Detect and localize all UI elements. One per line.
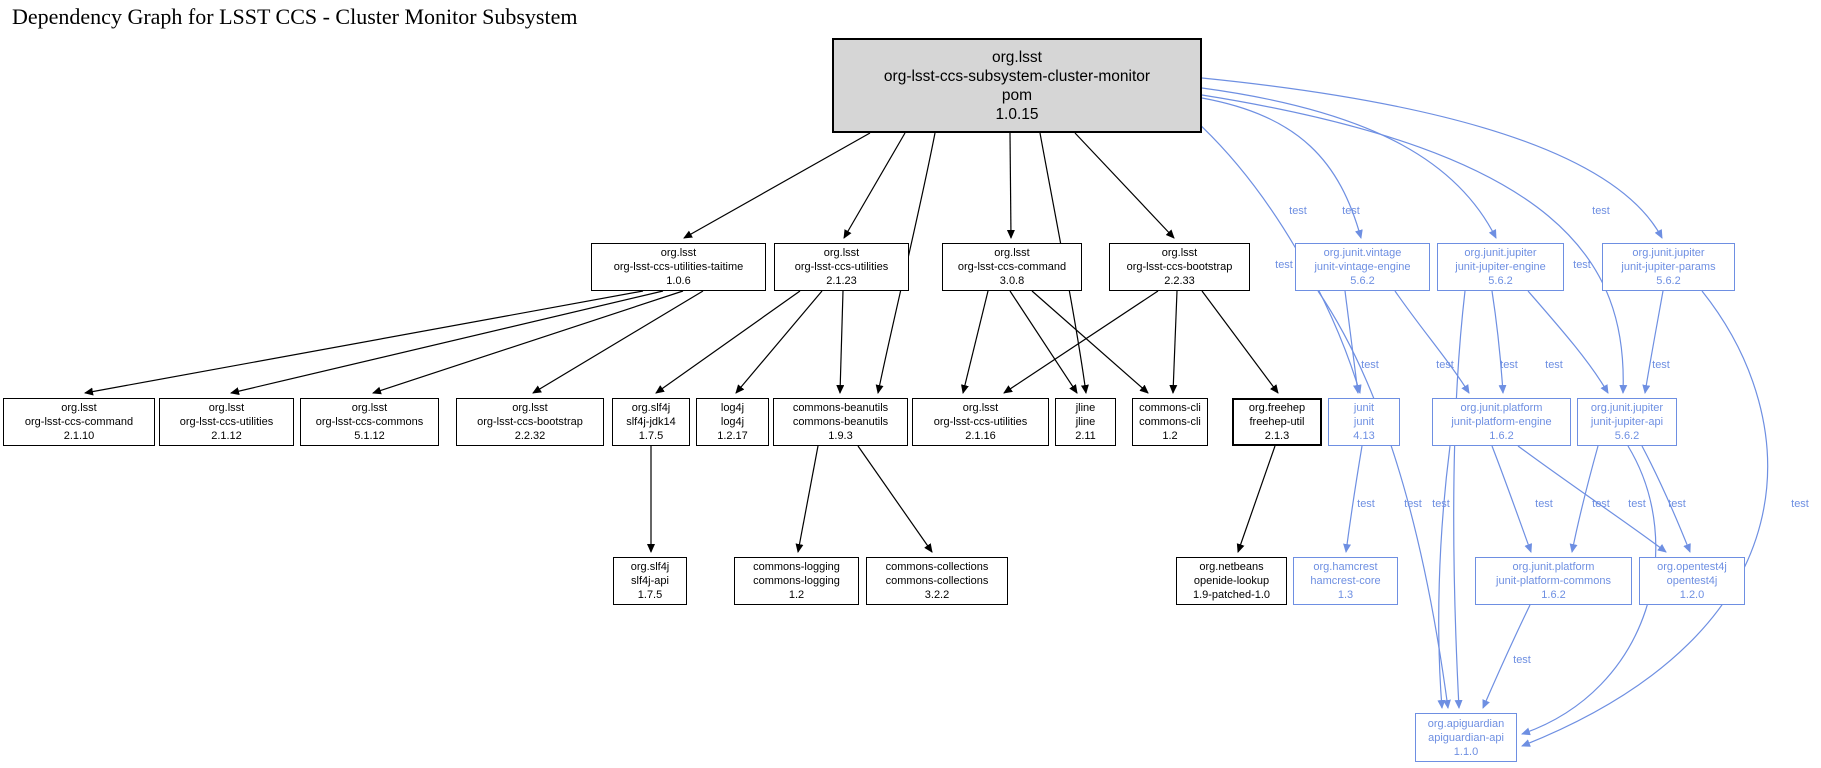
graph-title: Dependency Graph for LSST CCS - Cluster … (12, 4, 578, 29)
edge-platformengine-apiguardian (1437, 445, 1451, 709)
node-command-2110: org.lsst org-lsst-ccs-command 2.1.10 (3, 398, 155, 446)
edge-command308-commons-cli (1031, 290, 1149, 394)
edge-bootstrap2233-utilities-2116 (1003, 290, 1159, 394)
edge-scope-label: test (1628, 498, 1646, 510)
edge-freehep-openide (1236, 445, 1276, 553)
node-commons-beanutils: commons-beanutils commons-beanutils 1.9.… (773, 398, 908, 446)
edge-scope-label: test (1592, 205, 1610, 217)
edge-jupiterparams-jupiter-api (1642, 290, 1664, 394)
node-junit-platform-engine: org.junit.platform junit-platform-engine… (1432, 398, 1571, 446)
edge-scope-label: test (1361, 359, 1379, 371)
node-commons-5112: org.lsst org-lsst-ccs-commons 5.1.12 (300, 398, 439, 446)
edge-taitime-commons-5112 (372, 290, 684, 395)
node-apiguardian-api: org.apiguardian apiguardian-api 1.1.0 (1415, 713, 1517, 762)
edge-scope-label: test (1404, 498, 1422, 510)
node-junit-jupiter-params: org.junit.jupiter junit-jupiter-params 5… (1602, 243, 1735, 291)
node-utilities-taitime: org.lsst org-lsst-ccs-utilities-taitime … (591, 243, 766, 291)
edge-command308-utilities-2116 (961, 290, 989, 394)
edge-utilities2123-slf4j-jdk14 (655, 290, 801, 394)
edge-utilities2123-beanutils (836, 290, 845, 394)
edge-scope-label: test (1592, 498, 1610, 510)
edge-scope-label: test (1342, 205, 1360, 217)
edge-vintage-platform-engine (1394, 290, 1470, 394)
node-commons-collections: commons-collections commons-collections … (866, 557, 1008, 605)
edge-scope-label: test (1535, 498, 1553, 510)
node-slf4j-jdk14: org.slf4j slf4j-jdk14 1.7.5 (612, 398, 690, 446)
node-utilities-2123: org.lsst org-lsst-ccs-utilities 2.1.23 (774, 243, 909, 291)
node-slf4j-api: org.slf4j slf4j-api 1.7.5 (613, 557, 687, 605)
edge-jupiterengine-apiguardian (1453, 290, 1466, 709)
node-command-308: org.lsst org-lsst-ccs-command 3.0.8 (942, 243, 1082, 291)
node-junit-jupiter-engine: org.junit.jupiter junit-jupiter-engine 5… (1437, 243, 1564, 291)
edge-scope-label: test (1652, 359, 1670, 371)
edge-scope-label: test (1545, 359, 1563, 371)
node-junit-jupiter-api: org.junit.jupiter junit-jupiter-api 5.6.… (1577, 398, 1677, 446)
node-junit-vintage-engine: org.junit.vintage junit-vintage-engine 5… (1295, 243, 1430, 291)
node-utilities-2112: org.lsst org-lsst-ccs-utilities 2.1.12 (159, 398, 294, 446)
node-openide-lookup: org.netbeans openide-lookup 1.9-patched-… (1176, 557, 1287, 605)
node-root-pom: org.lsst org-lsst-ccs-subsystem-cluster-… (832, 38, 1202, 133)
edge-root-bootstrap-2233 (1074, 132, 1175, 239)
edge-root-taitime (683, 132, 871, 239)
edge-scope-label: test (1791, 498, 1809, 510)
node-bootstrap-2232: org.lsst org-lsst-ccs-bootstrap 2.2.32 (456, 398, 604, 446)
edge-beanutils-commons-collections (857, 445, 933, 553)
edge-vintage-junit (1344, 290, 1361, 394)
edge-scope-label: test (1573, 259, 1591, 271)
edge-scope-label: test (1436, 359, 1454, 371)
edge-bootstrap2233-freehep (1201, 290, 1279, 394)
edge-beanutils-commons-logging (795, 445, 819, 553)
node-freehep-util: org.freehep freehep-util 2.1.3 (1232, 398, 1322, 446)
edge-jupiterengine-platform-engine (1491, 290, 1507, 394)
node-opentest4j: org.opentest4j opentest4j 1.2.0 (1639, 557, 1745, 605)
node-junit: junit junit 4.13 (1328, 398, 1400, 446)
edge-root-command-308 (1006, 132, 1015, 239)
edge-jupiterengine-jupiter-api (1527, 290, 1609, 394)
edge-scope-label: test (1513, 654, 1531, 666)
edge-utilities2123-log4j (735, 290, 823, 394)
edge-platformengine-platform-commons (1491, 445, 1533, 553)
edge-vintage-apiguardian (1317, 290, 1451, 709)
edge-scope-label: test (1289, 205, 1307, 217)
edge-taitime-command-2110 (84, 290, 644, 396)
edge-scope-label: test (1275, 259, 1293, 271)
node-junit-platform-commons: org.junit.platform junit-platform-common… (1475, 557, 1632, 605)
edge-scope-label: test (1432, 498, 1450, 510)
edge-scope-label: test (1357, 498, 1375, 510)
edge-root-vintage-engine (1201, 97, 1363, 239)
edge-taitime-bootstrap-2232 (532, 290, 704, 394)
node-commons-logging: commons-logging commons-logging 1.2 (734, 557, 859, 605)
edge-command308-jline (1009, 290, 1078, 394)
node-log4j: log4j log4j 1.2.17 (696, 398, 769, 446)
edge-bootstrap2233-commons-cli (1169, 290, 1178, 394)
node-commons-cli: commons-cli commons-cli 1.2 (1132, 398, 1208, 446)
edge-root-utilities-2123 (843, 132, 906, 239)
edge-scope-label: test (1668, 498, 1686, 510)
node-jline: jline jline 2.11 (1055, 398, 1116, 446)
node-bootstrap-2233: org.lsst org-lsst-ccs-bootstrap 2.2.33 (1109, 243, 1250, 291)
edge-scope-label: test (1500, 359, 1518, 371)
edge-taitime-utilities-2112 (230, 290, 664, 396)
node-utilities-2116: org.lsst org-lsst-ccs-utilities 2.1.16 (912, 398, 1049, 446)
node-hamcrest-core: org.hamcrest hamcrest-core 1.3 (1293, 557, 1398, 605)
